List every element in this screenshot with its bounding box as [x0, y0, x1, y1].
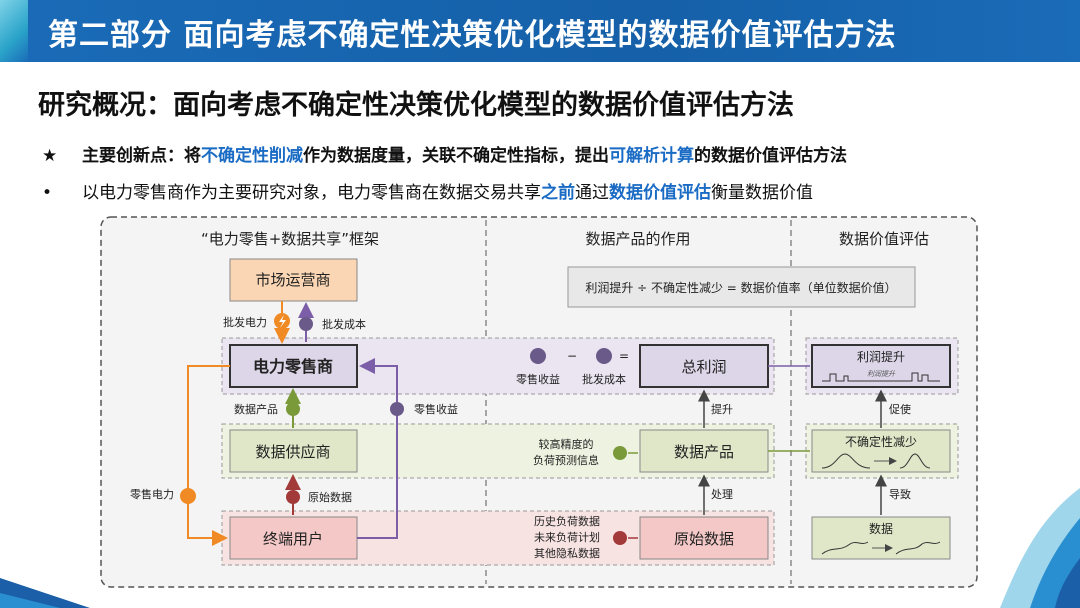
data-icon	[286, 402, 300, 416]
money-bag-icon-3	[530, 348, 546, 364]
process-label: 处理	[711, 488, 733, 501]
profit-sparkline	[822, 372, 940, 382]
data-supplier-label: 数据供应商	[255, 443, 330, 461]
data-curve-1	[821, 541, 869, 555]
framework-diagram: “电力零售+数据共享”框架 数据产品的作用 数据价值评估 市场运营商 电力零售商…	[100, 216, 978, 588]
money-bag-icon-2	[390, 402, 404, 416]
improve-label: 提升	[711, 403, 733, 416]
diagram-frame	[100, 216, 978, 588]
retail-power-label: 零售电力	[130, 487, 174, 501]
formula-text: 利润提升 ÷ 不确定性减少 = 数据价值率（单位数据价值）	[585, 280, 896, 295]
mid-panel-title: 数据产品的作用	[585, 230, 690, 248]
uncertainty-reduce-box	[811, 429, 951, 473]
data-product-box-label: 数据产品	[674, 443, 734, 461]
forecast-info-line1: 较高精度的	[539, 437, 594, 451]
forecast-info-line2: 负荷预测信息	[533, 453, 599, 467]
retailer-box	[229, 344, 358, 388]
corner-wave-left-decoration	[0, 578, 90, 608]
star-icon: ★	[42, 146, 58, 166]
money-bag-icon	[299, 317, 313, 331]
wholesale-power-label: 批发电力	[223, 315, 267, 329]
corner-wave-decoration	[1000, 488, 1080, 608]
total-profit-box	[639, 344, 769, 388]
section-title: 研究概况：面向考虑不确定性决策优化模型的数据价值评估方法	[38, 90, 794, 121]
retail-income-arrow	[357, 358, 398, 539]
data-product-label: 数据产品	[234, 402, 278, 416]
market-operator-box	[229, 258, 358, 302]
raw-item-2: 未来负荷计划	[534, 530, 600, 544]
lightning-icon-2	[180, 488, 196, 504]
raw-item-3: 其他隐私数据	[534, 546, 600, 560]
page-title: 第二部分 面向考虑不确定性决策优化模型的数据价值评估方法	[48, 18, 897, 53]
profit-increase-label: 利润提升	[857, 349, 905, 364]
raw-data-icon-2	[613, 531, 627, 545]
minus-sign: −	[567, 349, 577, 363]
retail-power-arrow	[187, 365, 230, 546]
retail-income-label: 零售收益	[414, 402, 458, 416]
market-operator-label: 市场运营商	[255, 271, 330, 289]
profit-increase-box	[811, 344, 951, 388]
wholesale-cost-label-2: 批发成本	[582, 372, 626, 386]
end-user-label: 终端用户	[263, 530, 323, 548]
right-panel-title: 数据价值评估	[839, 230, 929, 248]
bullet-innovation: ★主要创新点：将不确定性削减作为数据度量，关联不确定性指标，提出可解析计算的数据…	[42, 146, 847, 166]
data-supplier-box	[229, 429, 358, 473]
raw-data-box	[639, 516, 769, 560]
left-panel-title: “电力零售+数据共享”框架	[201, 230, 379, 248]
equals-sign: =	[619, 349, 629, 363]
header-bar: 第二部分 面向考虑不确定性决策优化模型的数据价值评估方法	[0, 0, 1080, 62]
raw-item-1: 历史负荷数据	[534, 514, 600, 528]
data-label: 数据	[869, 521, 893, 536]
end-user-box	[229, 516, 358, 560]
formula-box	[567, 266, 916, 308]
data-curve-2	[895, 541, 941, 555]
wide-distribution-curve	[821, 453, 871, 469]
header-accent	[0, 0, 28, 62]
money-bag-icon-4	[596, 348, 612, 364]
data-box	[811, 516, 951, 560]
raw-data-icon	[286, 490, 300, 504]
data-icon-2	[613, 446, 627, 460]
bullet-dot-icon: •	[42, 183, 53, 203]
cause-label: 导致	[889, 487, 911, 501]
wholesale-cost-label: 批发成本	[322, 317, 366, 331]
raw-data-label: 原始数据	[308, 490, 352, 504]
bullet-research-object: •以电力零售商作为主要研究对象，电力零售商在数据交易共享之前通过数据价值评估衡量…	[42, 183, 813, 203]
retail-income-label-2: 零售收益	[516, 372, 560, 386]
narrow-distribution-curve	[899, 453, 931, 469]
total-profit-label: 总利润	[681, 358, 726, 376]
raw-data-box-label: 原始数据	[674, 530, 734, 548]
promote-label: 促使	[889, 402, 911, 416]
retailer-label: 电力零售商	[253, 357, 333, 376]
uncertainty-reduce-label: 不确定性减少	[845, 434, 917, 449]
profit-inner-label: 利润提升	[867, 370, 896, 378]
